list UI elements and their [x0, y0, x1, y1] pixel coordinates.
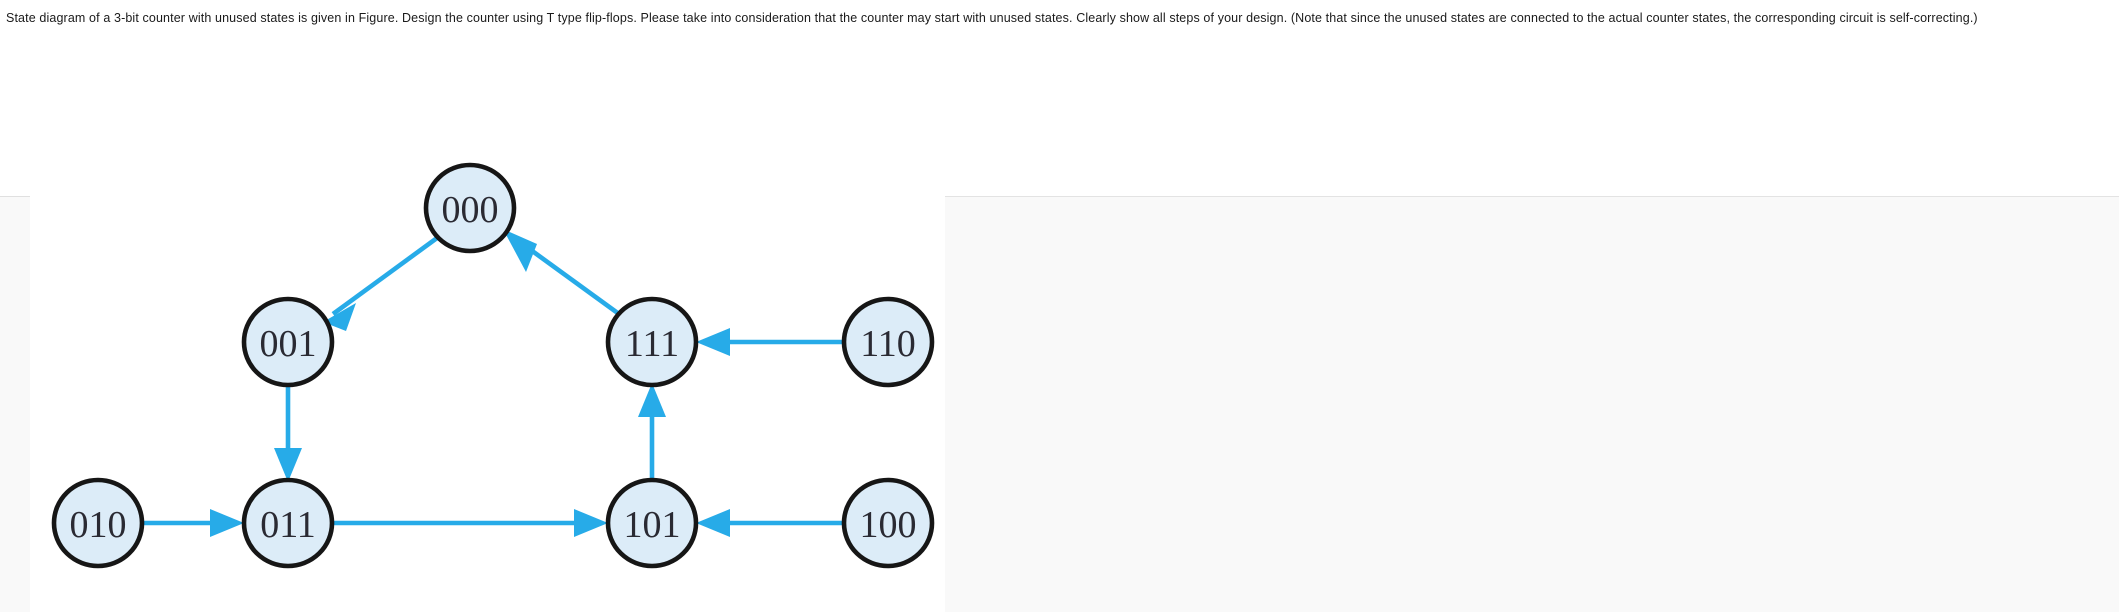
left-gutter-panel: [0, 196, 30, 612]
figure-region: [0, 196, 2119, 612]
right-gutter-panel: [945, 196, 2119, 612]
question-prompt-text: State diagram of a 3-bit counter with un…: [6, 11, 1978, 25]
figure-canvas-panel: [30, 196, 945, 612]
